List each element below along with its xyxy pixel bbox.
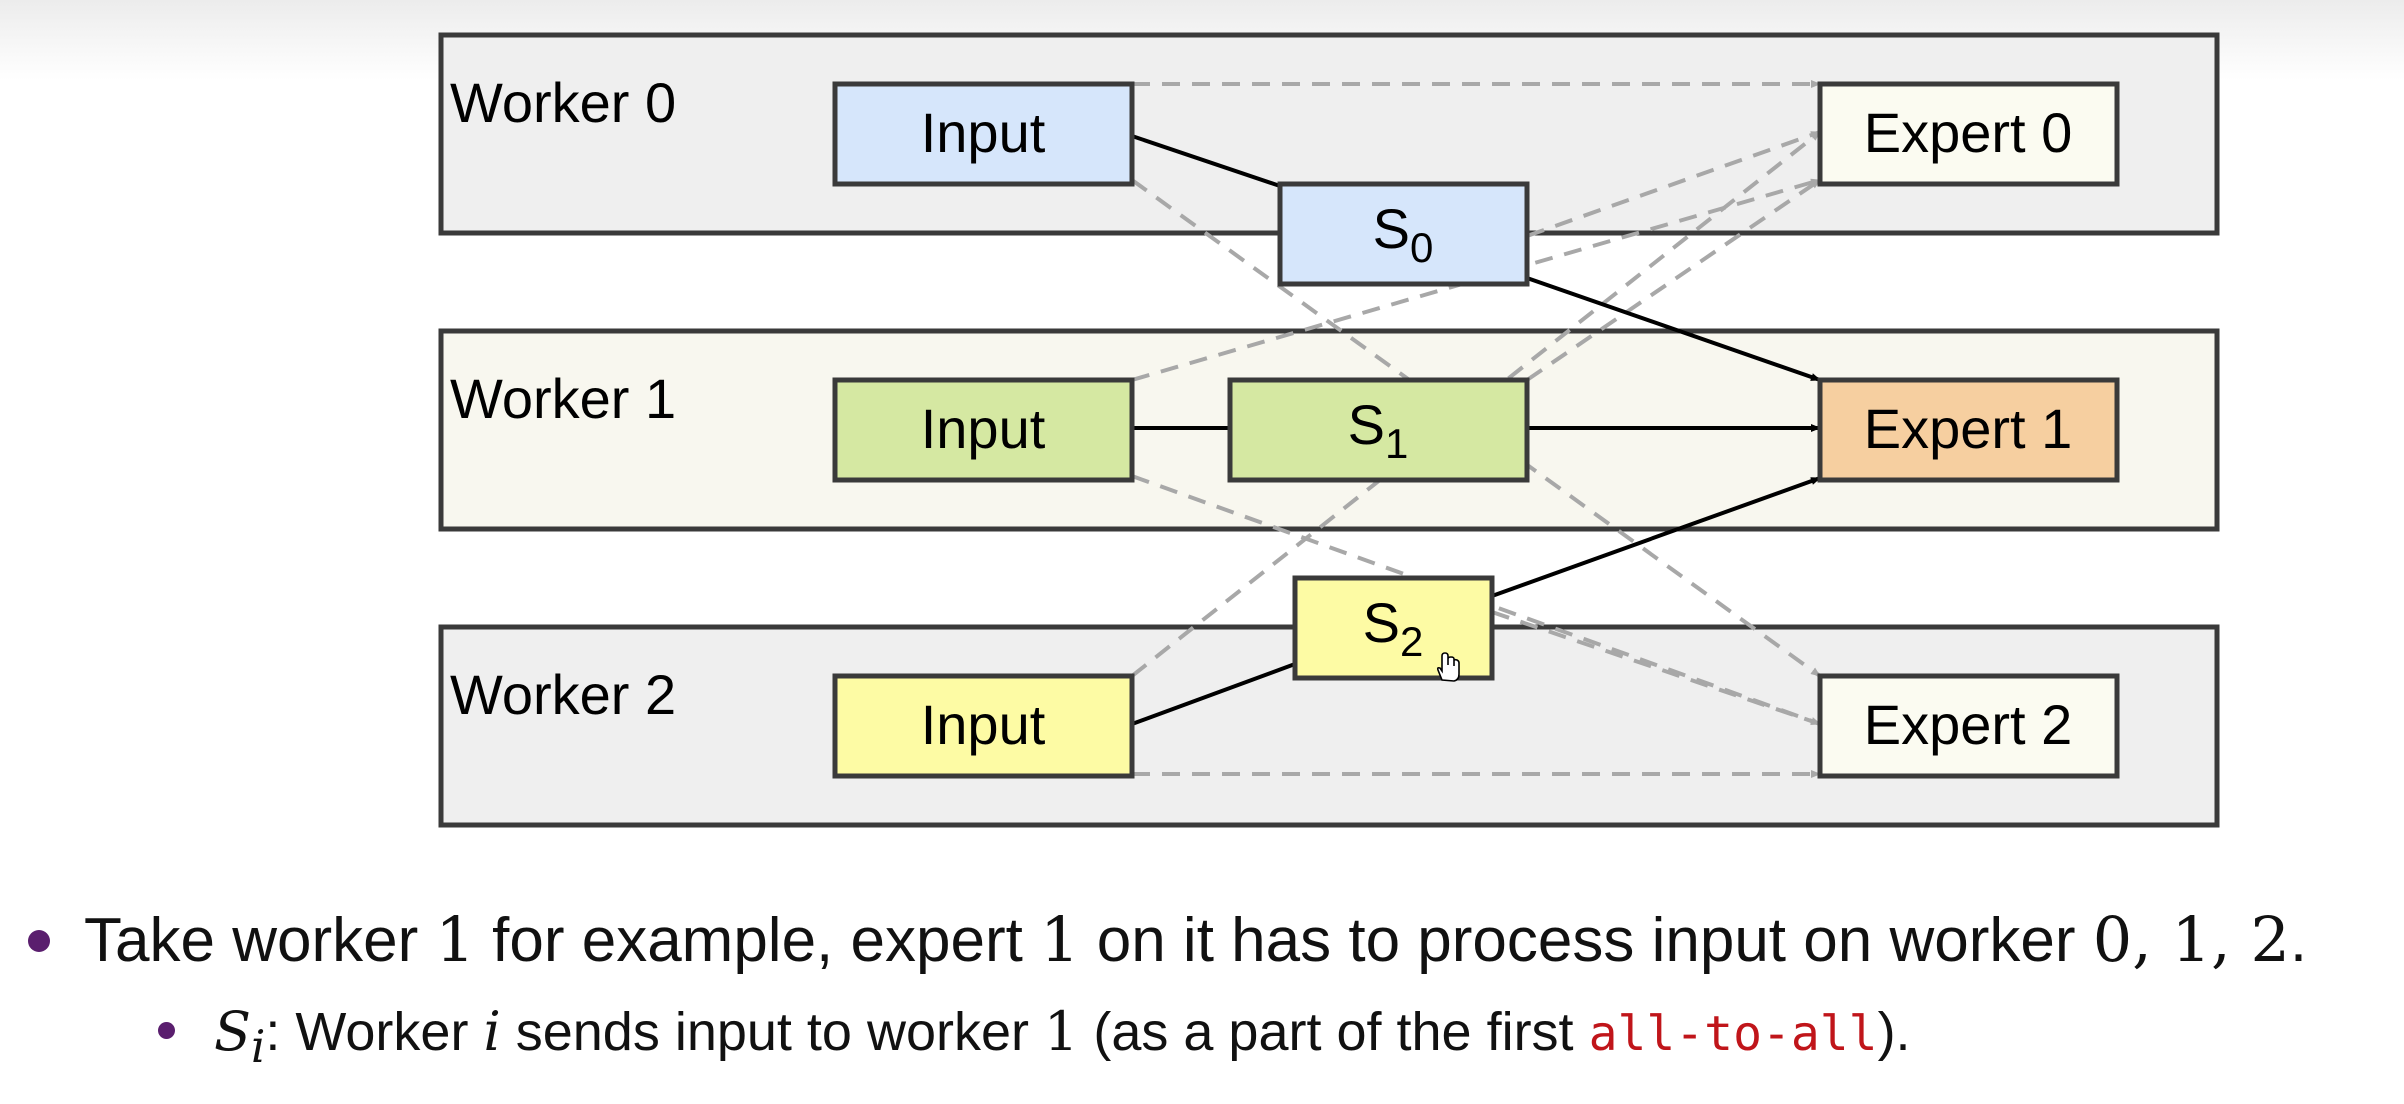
input-box-2 bbox=[832, 673, 1135, 779]
bullet-1-math-a: 1 bbox=[435, 903, 475, 976]
bullet-1-text-b: for example, expert bbox=[474, 906, 1041, 975]
shard-s2-label: S2 bbox=[1363, 591, 1424, 665]
input-box-1 bbox=[832, 377, 1135, 483]
expert-box-2 bbox=[1817, 673, 2120, 779]
moe-all-to-all-diagram: Worker 0 Worker 1 Worker 2 Input Input bbox=[438, 32, 2220, 828]
input-box-1-label: Input bbox=[921, 397, 1046, 460]
bullet-2-text-d: ). bbox=[1877, 1002, 1911, 1062]
bullet-1-text-c: on it has to process input on worker bbox=[1079, 906, 2093, 975]
worker-2-label: Worker 2 bbox=[450, 663, 676, 726]
bullet-2-text-a: : Worker bbox=[265, 1002, 484, 1062]
dashed-arrow-s0-expert0 bbox=[1526, 130, 1821, 238]
bullet-1-text-d: . bbox=[2289, 906, 2308, 975]
bullet-dot-icon bbox=[28, 930, 50, 952]
shard-s0-label: S0 bbox=[1373, 197, 1434, 271]
worker-0-label: Worker 0 bbox=[450, 71, 676, 134]
bullet-2-text-c: (as a part of the first bbox=[1078, 1002, 1589, 1062]
bullet-2-code: all-to-all bbox=[1588, 1006, 1878, 1062]
solid-line-input0-s0 bbox=[1131, 134, 1281, 188]
input-box-0 bbox=[832, 81, 1135, 187]
dashed-arrow-input2-expert0 bbox=[1130, 130, 1822, 678]
bullet-1-math-b: 1 bbox=[1040, 903, 1080, 976]
expert-box-2-label: Expert 2 bbox=[1864, 693, 2073, 756]
solid-arrow-s0-expert1 bbox=[1526, 276, 1821, 382]
bullet-2-var: i bbox=[483, 1000, 501, 1063]
expert-box-1-label: Expert 1 bbox=[1864, 397, 2073, 460]
input-box-2-label: Input bbox=[921, 693, 1046, 756]
worker-1-label: Worker 1 bbox=[450, 367, 676, 430]
bullet-1-text-a: Take worker bbox=[84, 906, 436, 975]
bullet-1-math-c: 0, 1, 2 bbox=[2092, 903, 2290, 976]
bullet-2-symbol: S bbox=[214, 1000, 251, 1063]
bullet-2-symbol-sub: i bbox=[251, 1019, 266, 1073]
solid-arrow-s2-expert1 bbox=[1491, 476, 1821, 598]
input-box-0-label: Input bbox=[921, 101, 1046, 164]
hand-cursor-icon bbox=[1436, 652, 1460, 682]
shard-box-s1 bbox=[1227, 377, 1530, 483]
expert-box-0 bbox=[1817, 81, 2120, 187]
bullet-2-text-b: sends input to worker bbox=[500, 1002, 1044, 1062]
shard-s1-label: S1 bbox=[1348, 393, 1409, 467]
shard-box-s0 bbox=[1277, 181, 1530, 287]
bullet-dot-icon bbox=[158, 1022, 175, 1039]
bullet-2-math: 1 bbox=[1044, 1000, 1079, 1063]
solid-line-input2-s2 bbox=[1131, 662, 1296, 726]
expert-box-1 bbox=[1817, 377, 2120, 483]
expert-box-0-label: Expert 0 bbox=[1864, 101, 2073, 164]
